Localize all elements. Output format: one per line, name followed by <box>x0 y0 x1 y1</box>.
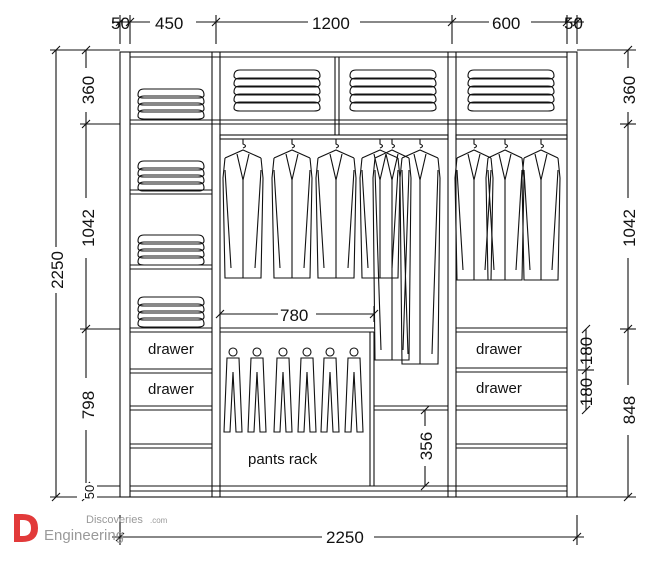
right-drawer-2-label: drawer <box>476 380 522 397</box>
top-dim-right-section: 600 <box>492 14 520 33</box>
top-dim-right-side: 50 <box>564 14 583 33</box>
folded-clothes-icon <box>137 234 205 266</box>
left-dim-hanging: 1042 <box>79 209 98 247</box>
trouser-hanger-icon <box>344 347 364 433</box>
pants-height-label: 356 <box>417 432 436 460</box>
trouser-hanger-icon <box>247 347 267 433</box>
folded-clothes-icon <box>137 160 205 192</box>
hanging-shirts-icons <box>222 139 561 365</box>
right-dim-top-shelf: 360 <box>620 76 639 104</box>
bottom-total-width: 2250 <box>326 528 364 547</box>
hanging-shirt-icon <box>454 139 494 281</box>
folded-clothes-icon <box>137 296 205 328</box>
top-dim-middle-section: 1200 <box>312 14 350 33</box>
right-dim-drawer-2: 180 <box>577 378 596 406</box>
right-drawer-1-label: drawer <box>476 341 522 358</box>
top-dim-left-section: 450 <box>155 14 183 33</box>
right-dim-lower: 848 <box>620 396 639 424</box>
folded-clothes-icon <box>467 69 555 112</box>
trouser-hanger-icon <box>223 347 243 433</box>
folded-clothes-icon <box>349 69 437 112</box>
hanging-shirt-icon <box>485 139 525 281</box>
rod-span-label: 780 <box>280 306 308 325</box>
trouser-hanger-icon <box>320 347 340 433</box>
right-dim-drawer-1: 180 <box>577 337 596 365</box>
watermark: Discoveries .com Engineering <box>14 514 168 544</box>
watermark-line1: Discoveries <box>86 514 143 526</box>
hanging-shirt-icon <box>359 139 401 279</box>
hanging-shirt-icon <box>315 139 357 279</box>
folded-clothes-icon <box>233 69 321 112</box>
left-drawer-1-label: drawer <box>148 341 194 358</box>
hanging-shirt-icon <box>222 139 264 279</box>
left-dim-top-shelf: 360 <box>79 76 98 104</box>
right-dim-hanging: 1042 <box>620 209 639 247</box>
trouser-hanger-icon <box>273 347 293 433</box>
hanging-shirt-icon <box>372 139 412 361</box>
watermark-line2: Engineering <box>44 527 124 544</box>
trouser-hangers-icons <box>223 347 364 433</box>
hanging-shirt-icon <box>521 139 561 281</box>
folded-clothes-icon <box>137 88 205 120</box>
hanging-shirt-icon <box>271 139 313 279</box>
left-drawer-2-label: drawer <box>148 381 194 398</box>
top-dim-left-side: 50 <box>111 14 130 33</box>
left-dim-lower: 798 <box>79 391 98 419</box>
folded-clothes-icons <box>137 69 555 328</box>
hanging-shirt-icon <box>399 139 441 365</box>
pants-rack-label: pants rack <box>248 451 318 468</box>
left-dim-plinth: 50 <box>82 485 97 499</box>
trouser-hanger-icon <box>297 347 317 433</box>
watermark-line1-suffix: .com <box>150 516 168 525</box>
left-total-height: 2250 <box>48 251 67 289</box>
